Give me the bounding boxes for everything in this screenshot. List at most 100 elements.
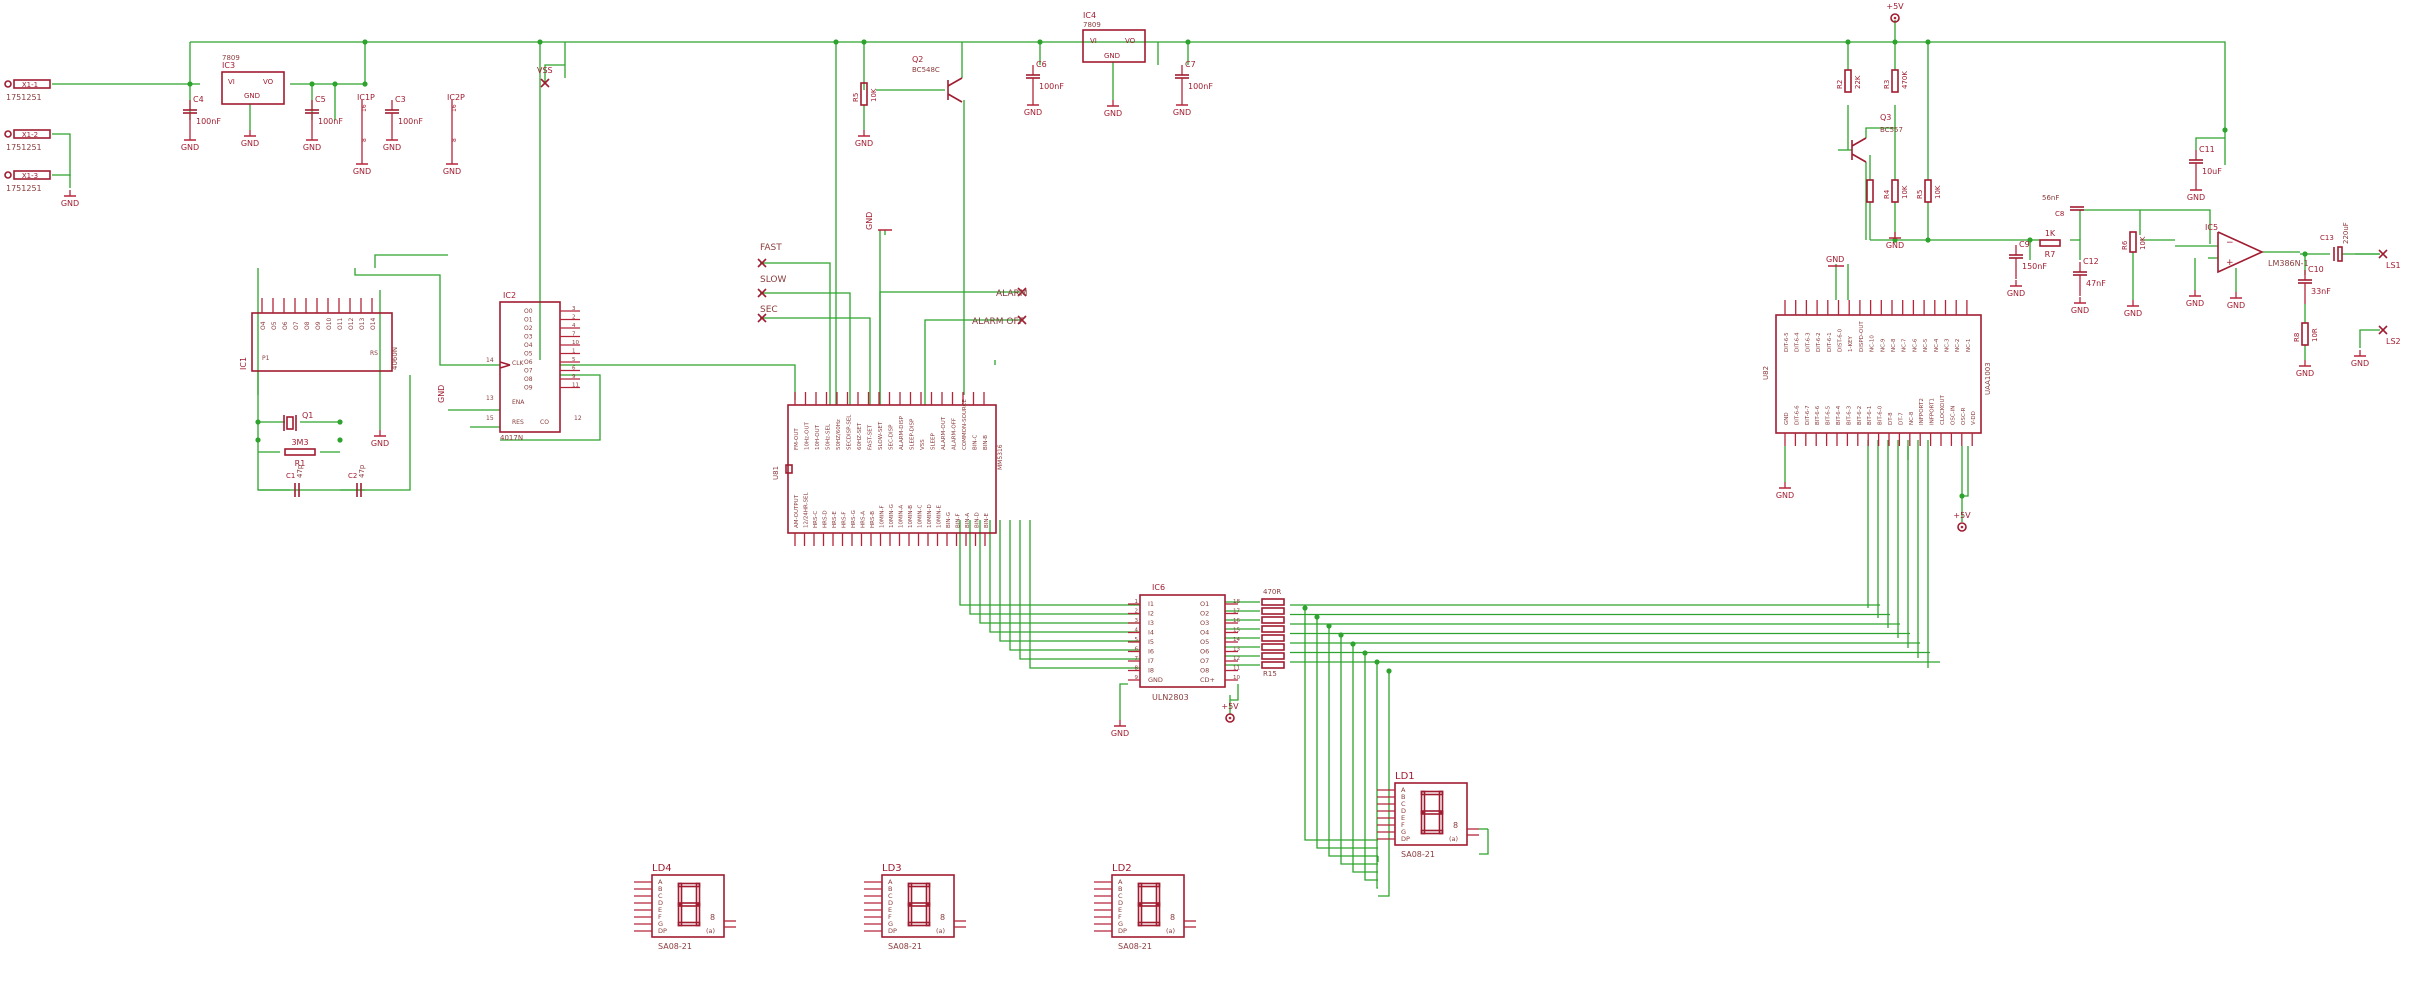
gnd-label: GND <box>1173 108 1191 117</box>
u82-pin-label: NC-6 <box>1912 338 1918 352</box>
supply-dot <box>1893 16 1897 20</box>
ic2-pin-label: O1 <box>524 317 533 324</box>
wires <box>52 20 2380 897</box>
u82-pin-label: INFPORT2 <box>1919 398 1925 425</box>
resistor-value: 22K <box>1854 75 1862 89</box>
segment-pin-label: G <box>658 920 663 928</box>
capacitor-name: C10 <box>2308 265 2324 274</box>
ic1-pin-label: O14 <box>370 317 377 330</box>
ic1-body <box>251 312 393 372</box>
ic6-pin-label: O2 <box>1200 610 1209 618</box>
ic2-pin-label: O4 <box>524 342 533 349</box>
gnd-label: GND <box>181 143 199 152</box>
resistor-name: R5 <box>852 93 860 102</box>
wire <box>1304 608 1378 841</box>
u81-pin-label: HRS-C <box>813 511 819 528</box>
resistor-name: R6 <box>2121 240 2129 250</box>
u81-pin-label: 60HZ-SET <box>857 422 863 450</box>
ic6-pin-num: 14 <box>1233 637 1240 643</box>
ic1-pin-label: O6 <box>282 321 289 330</box>
capacitor-value: 47p <box>358 464 366 478</box>
gnd-label: GND <box>303 143 321 152</box>
ic4-name: IC4 <box>1083 11 1096 20</box>
u82-pin-label: OSC-R <box>1961 407 1967 425</box>
u81-value: MM5316 <box>997 444 1004 470</box>
u81-pin-label: 10MIN-B <box>908 505 914 528</box>
segment-pin-label: E <box>1118 906 1122 914</box>
ic6-pin-num: 13 <box>1233 647 1240 653</box>
u82-pin-label: DISPD-OUT <box>1859 321 1865 352</box>
u82-pin-label: OSC-IN <box>1950 406 1956 425</box>
ic6-pin-num: 3 <box>1135 618 1139 624</box>
segment-pin-label: A <box>658 878 663 886</box>
segment-pin-label: B <box>1401 793 1405 801</box>
ic6-pin-num: 6 <box>1135 647 1139 653</box>
ic5-name: IC5 <box>2205 223 2218 232</box>
segment-pin-label: F <box>1118 913 1122 921</box>
u82-pin-label: BIT-6-2 <box>1857 406 1863 425</box>
ic2-pin-num: 15 <box>486 415 494 422</box>
supply-pin-num: 8 <box>451 138 458 142</box>
capacitor-name: C13 <box>2320 234 2334 242</box>
ic2-pin-label: RES <box>512 419 524 426</box>
connector-pin <box>4 80 12 88</box>
ic6-pin-num: 11 <box>1233 666 1240 672</box>
wire <box>190 41 2226 125</box>
u81-pin-label: 10MIN-F <box>880 505 886 528</box>
ic6-pin-num: 8 <box>1135 666 1139 672</box>
capacitor-name: C11 <box>2199 145 2215 154</box>
connector-name: X1-2 <box>22 131 38 139</box>
junction-dot <box>337 437 343 443</box>
u82-pin-label: DIT-6-6 <box>1794 405 1800 425</box>
ic6-pin-label: O3 <box>1200 619 1209 627</box>
segment-pin-label: F <box>658 913 662 921</box>
connector-name: X1-3 <box>22 172 38 180</box>
parts <box>4 13 2388 938</box>
resistor-body <box>2039 239 2061 247</box>
display-body <box>1394 782 1468 846</box>
ic2-pin-label: ENA <box>512 399 525 406</box>
segment <box>1137 902 1161 907</box>
gnd-label: GND <box>1886 241 1904 250</box>
ic2-pin-label: O3 <box>524 334 533 341</box>
segment <box>1420 790 1426 814</box>
junction-dot <box>1314 614 1320 620</box>
u81-pin-label: HRS-F <box>842 511 848 528</box>
capacitor-name: C3 <box>395 95 406 104</box>
capacitor-value: 10uF <box>2202 167 2222 176</box>
ic6-pin-label: I6 <box>1148 648 1154 656</box>
ic2-pin-label: O2 <box>524 325 533 332</box>
junction-dot <box>1925 237 1931 243</box>
segment-pin-label: D <box>1401 807 1406 815</box>
ic2-pin-num: 4 <box>572 323 576 329</box>
connector-body <box>13 129 51 139</box>
ic6-pin-label: I1 <box>1148 600 1154 608</box>
junction-dot <box>1374 659 1380 665</box>
speaker-label: LS2 <box>2386 337 2401 346</box>
ic6-pin-label: GND <box>1148 676 1163 684</box>
u81-pin1-marker <box>785 464 793 474</box>
resistor-name: R1 <box>295 459 306 468</box>
x-mark <box>540 78 550 88</box>
ic4-pin: GND <box>1104 52 1120 60</box>
ic1-pin-label: O8 <box>304 321 311 330</box>
gnd-label: GND <box>1111 729 1129 738</box>
ic6-pin-num: 17 <box>1233 609 1240 615</box>
ic1-value: 4060N <box>391 347 399 370</box>
wire <box>52 174 71 188</box>
gnd-label: GND <box>1826 255 1844 264</box>
gnd-label: GND <box>1776 491 1794 500</box>
q3-name: Q3 <box>1880 113 1891 122</box>
junction-dot <box>1338 632 1344 638</box>
capacitor-name: C5 <box>315 95 326 104</box>
ic6-pin-label: O4 <box>1200 629 1209 637</box>
wire <box>989 520 1140 633</box>
display-value: SA08-21 <box>1118 942 1152 951</box>
ic3-pin: VI <box>228 78 235 86</box>
resistor-name: R8 <box>2293 333 2301 342</box>
wire <box>1029 520 1140 669</box>
vss-label: VSS <box>537 66 553 75</box>
ic2-clk-arrow <box>499 364 511 369</box>
supply-label: +5V <box>1221 702 1239 711</box>
